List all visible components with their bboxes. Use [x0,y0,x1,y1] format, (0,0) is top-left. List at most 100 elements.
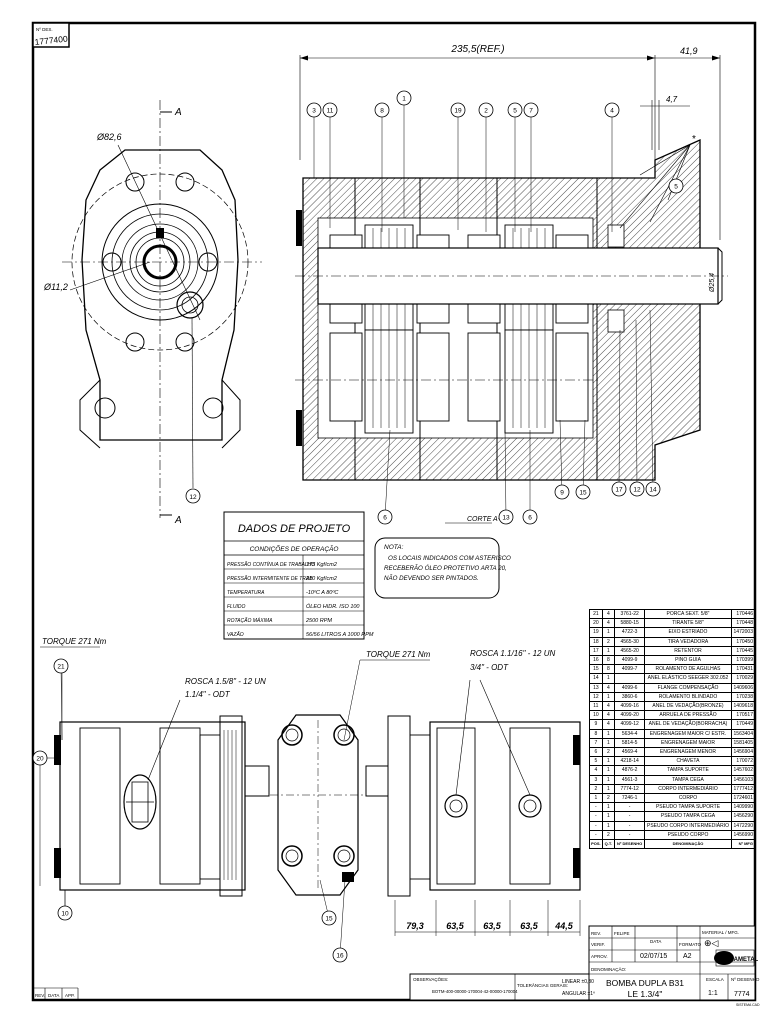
rosca-left-1: ROSCA 1.5/8" - 12 UN [185,677,266,686]
bom-cell: 170431 [730,664,756,675]
balloon-top-4: 19 [450,102,466,230]
title-line-2: LE 1.3/4" [628,989,663,999]
bom-cell: 14 [589,673,603,684]
rosca-right-1: ROSCA 1.1/16" - 12 UN [470,649,555,658]
bom-cell: 4 [601,701,615,712]
bom-cell: 4876-2 [613,765,646,776]
format-value: A2 [683,953,692,960]
bom-cell: 1563404 [730,728,756,739]
bom-cell: ENGRENAGEM MAIOR C/ ESTR. [644,728,732,739]
bom-cell: 20 [589,618,603,629]
bom-cell: 1409618 [730,701,756,712]
bom-cell: 17 [589,645,603,657]
section-label-bottom: A [174,515,182,526]
date-value: 02/07/15 [640,953,667,960]
bom-cell: PSEUDO TAMPA SUPORTE [644,802,732,813]
bom-cell: 170446 [730,608,756,620]
bom-cell: 1456290 [730,811,756,822]
project-data-value-1: 210 Kgf/cm2 [305,576,337,582]
bom-cell: ENGRENAGEM MAIOR [644,737,732,749]
balloon-top-9: 5 [668,178,684,194]
bom-cell: 1456990 [730,829,756,841]
bom-cell: RETENTOR [644,645,732,657]
balloon-top-4-label: 19 [454,108,462,115]
balloon-top-5-label: 2 [484,108,488,115]
bom-cell: CORPO INTERMEDIÁRIO [644,783,732,795]
rosca-right-2: 3/4" - ODT [470,663,509,672]
rev-value: FELIPE [614,931,630,936]
note-box: NOTA: OS LOCAIS INDICADOS COM ASTERISCO … [374,537,511,599]
note-title: NOTA: [384,544,404,551]
balloon-top-6-label: 5 [513,108,517,115]
bom-cell: PINO GUIA [644,655,732,666]
margin-rev-label: REV. [35,993,45,998]
balloon-bottom-6: 12 [629,319,645,497]
bom-cell: 170399 [730,655,756,666]
dimension-4-7: 4,7 [666,95,678,104]
bottom-dim-3: 63,5 [520,921,539,931]
bom-cell: Q.T. [601,839,615,850]
bom-cell: TAMPA CEGA [644,774,732,785]
balloon-top-6: 5 [507,102,523,232]
scale-label: ESCALA [706,977,724,982]
balloon-top-8: 4 [604,102,620,232]
project-data-value-5: 56/56 LITROS A 1000 RPM [306,632,374,638]
bom-cell: 1 [601,820,615,831]
bom-cell: ANEL DE VEDAÇÃO(BRONZE) [644,701,732,712]
bom-cell: PORCA SEXT. 5/8" [644,608,732,620]
bom-cell: 4099-12 [613,719,646,730]
bom-cell: 4 [601,618,615,629]
torque-left: TORQUE 271 Nm [42,637,107,646]
bom-cell: 5814-5 [613,737,646,749]
bom-cell: 170450 [730,636,756,647]
bom-cell: 2 [601,747,615,758]
balloon-bottom-1: 13 [498,429,514,525]
bom-cell: POS. [589,839,603,850]
bom-cell: 170445 [730,645,756,657]
scale-value: 1:1 [708,990,718,997]
project-data-label-2: TEMPERATURA [227,590,265,596]
side-view-right: ROSCA 1.1/16" - 12 UN 3/4" - ODT [365,649,581,936]
bom-cell: ROLAMENTO DE AGULHAS [644,664,732,675]
bom-cell: 4099-16 [613,701,646,712]
bom-cell: 170029 [730,673,756,684]
section-view: 235,5(REF.) 41,9 4,7 [295,44,728,524]
bom-cell: 6 [589,747,603,758]
bom-cell: 1 [601,645,615,657]
balloon-top-3: 1 [396,90,412,218]
bom-cell: 1724601 [730,793,756,804]
bom-cell: 1 [601,811,615,822]
section-label-top: A [174,107,182,118]
bom-cell: 10 [589,710,603,721]
balloon-bottom-5: 17 [611,329,627,497]
bom-cell: 19 [589,627,603,638]
bom-cell: 1 [601,728,615,739]
balloon-bottom-5-label: 17 [615,487,623,494]
front-view: A A Ø82,6 Ø11,2 12 [43,100,262,526]
project-data-label-5: VAZÃO [227,631,244,638]
bom-cell: 1456904 [730,747,756,758]
bom-cell: 1 [601,627,615,638]
bom-cell: TIRANTE 5/8" [644,618,732,629]
bom-cell: PSEUDO TAMPA CEGA [644,811,732,822]
bom-cell: 3860-6 [613,691,646,703]
bom-cell: - [589,829,603,841]
bom-cell: 4565-20 [613,645,646,657]
project-data-label-0: PRESSÃO CONTÍNUA DE TRABALHO [227,561,315,568]
project-data-table: DADOS DE PROJETO CONDIÇÕES DE OPERAÇÃO P… [223,511,374,640]
project-data-title: DADOS DE PROJETO [238,523,351,535]
bom-cell: 170448 [730,618,756,629]
bom-cell: PSEUDO CORPO INTERMEDIÁRIO [644,820,732,831]
